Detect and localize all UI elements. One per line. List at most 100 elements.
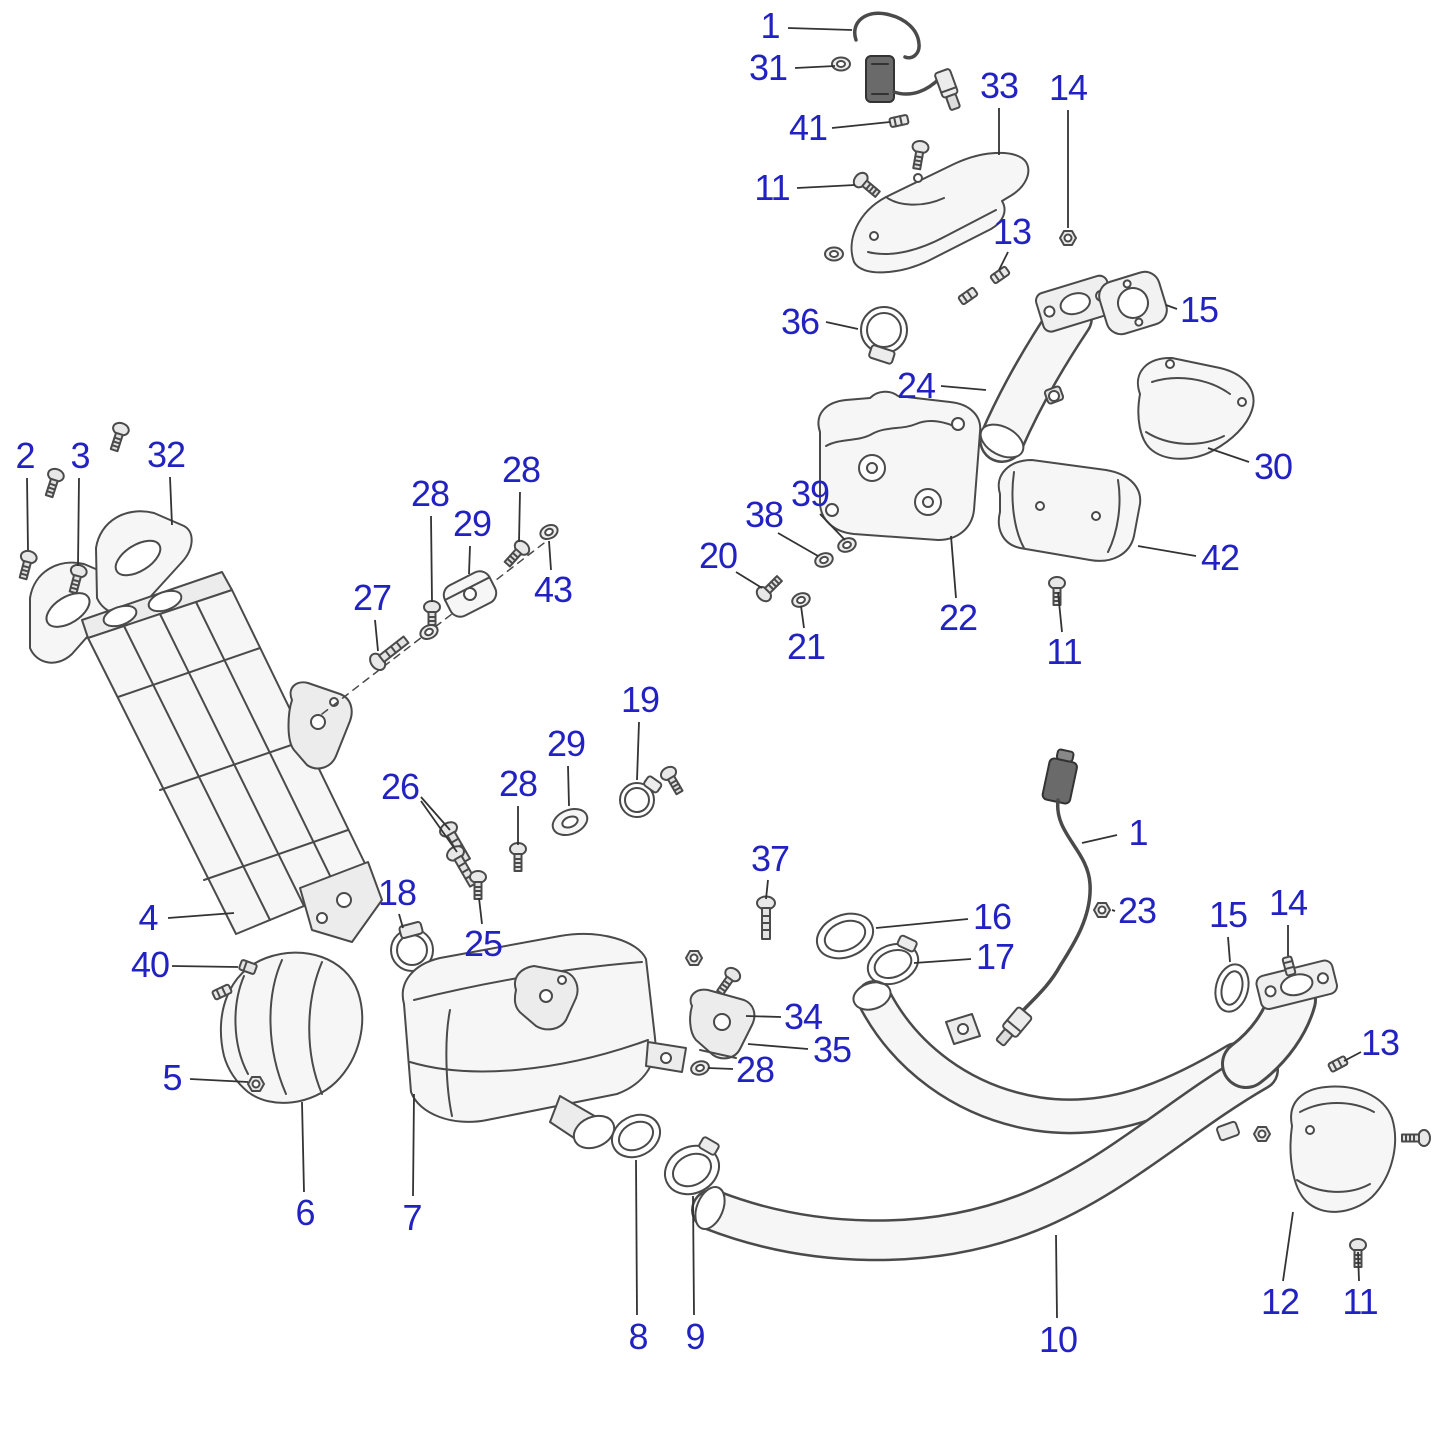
leader-line-38: [777, 532, 819, 557]
bolt-shield-top: [907, 138, 931, 172]
rubber-mount-29a: [442, 570, 498, 618]
nut-resonator: [685, 950, 703, 966]
exhaust-clamp-36: [860, 306, 908, 365]
leader-line-30: [1207, 447, 1250, 463]
clamp-8: [611, 1113, 661, 1159]
washer-38: [812, 549, 836, 571]
leader-line-22: [950, 535, 957, 599]
washer-39: [835, 534, 859, 556]
leader-line-12: [1282, 1211, 1294, 1282]
washer-43: [537, 521, 561, 543]
oxygen-sensor-rear: [995, 748, 1092, 1047]
leader-line-40: [171, 965, 239, 968]
bolt-28-c: [509, 842, 527, 872]
leader-line-8: [635, 1159, 638, 1316]
heat-shield-33: [850, 151, 1030, 274]
leader-line-4: [167, 912, 235, 919]
heat-shield-30: [1137, 356, 1255, 460]
screw-2: [14, 548, 40, 582]
leader-line-1: [1081, 834, 1118, 844]
leader-line-25: [478, 897, 483, 925]
leader-line-2: [26, 477, 29, 551]
leader-line-31: [794, 65, 836, 69]
heat-shield-12: [1289, 1085, 1396, 1213]
muffler-4: [81, 571, 383, 943]
leader-line-16: [875, 918, 969, 929]
bolt-27: [365, 631, 413, 674]
exhaust-tips-32: [29, 510, 193, 664]
leader-line-23: [1111, 909, 1116, 912]
clip-13-rear: [1326, 1054, 1350, 1074]
leader-line-7: [412, 1093, 415, 1197]
heat-shield-22: [817, 390, 982, 541]
leader-line-26: [420, 800, 458, 853]
leader-line-13: [998, 251, 1009, 271]
leader-line-28: [707, 1067, 734, 1070]
leader-line-28: [430, 515, 433, 603]
leader-line-15: [1227, 936, 1231, 963]
screw-tip-b: [105, 419, 132, 454]
leader-line-27: [374, 619, 379, 652]
leader-line-39: [819, 513, 846, 541]
leader-line-43: [548, 540, 552, 571]
nut-23: [1093, 902, 1111, 918]
washer-31: [831, 56, 851, 72]
screw-tip-a: [40, 465, 67, 500]
coupler-16: [815, 912, 875, 960]
grommet-29b: [551, 807, 589, 837]
leader-line-11: [1057, 591, 1063, 633]
bolt-shield-12: [1401, 1129, 1431, 1147]
heat-shield-6: [220, 951, 364, 1104]
leader-line-29: [468, 545, 471, 575]
leader-line-24: [940, 385, 987, 391]
leader-line-34: [745, 1015, 782, 1018]
leader-line-10: [1055, 1234, 1058, 1319]
mount-bracket-34-35: [689, 988, 756, 1060]
leader-line-29: [567, 765, 570, 807]
resonator-7: [401, 932, 687, 1150]
nut-pipe: [1253, 1126, 1271, 1142]
bolt-28-b: [500, 536, 533, 571]
coupler-9: [664, 1136, 720, 1196]
leader-line-37: [765, 879, 769, 900]
clip-13-front-a: [957, 286, 979, 306]
leader-line-42: [1137, 545, 1197, 557]
nut-5: [247, 1076, 265, 1092]
clamp-17: [866, 934, 920, 986]
leader-line-3: [77, 477, 80, 567]
gasket-15-front: [1098, 270, 1168, 336]
leader-line-26: [420, 796, 451, 831]
leader-line-32: [169, 476, 173, 526]
bolt-11-mid: [1048, 576, 1066, 606]
nut-14-front: [1059, 230, 1077, 246]
leader-line-15: [1165, 304, 1178, 310]
bolt-20: [752, 571, 787, 606]
bolt-11-front: [849, 169, 884, 202]
clamp-19: [619, 775, 663, 818]
leader-line-20: [735, 571, 763, 589]
leader-line-18: [398, 913, 404, 929]
leader-line-36: [825, 321, 859, 330]
leader-line-11: [796, 184, 856, 189]
heat-shield-42: [997, 459, 1142, 562]
leader-line-11: [1357, 1251, 1360, 1282]
leader-line-6: [301, 1101, 305, 1193]
leader-line-1: [787, 27, 853, 31]
oxygen-sensor-front: [853, 11, 961, 111]
leader-line-17: [913, 958, 972, 964]
leader-line-13: [1343, 1051, 1362, 1062]
leader-line-41: [831, 121, 891, 129]
leader-lines: [26, 27, 1362, 1319]
bolt-clamp-19: [657, 763, 688, 798]
leader-line-28: [518, 491, 521, 543]
leader-line-21: [800, 605, 805, 629]
leader-line-19: [636, 721, 640, 781]
gasket-15-rear: [1214, 963, 1250, 1013]
leader-line-9: [692, 1195, 695, 1316]
clip-41: [888, 113, 910, 129]
clamp-18: [390, 921, 434, 972]
exhaust-pipe-24: [979, 274, 1116, 463]
leader-line-35: [747, 1043, 809, 1050]
